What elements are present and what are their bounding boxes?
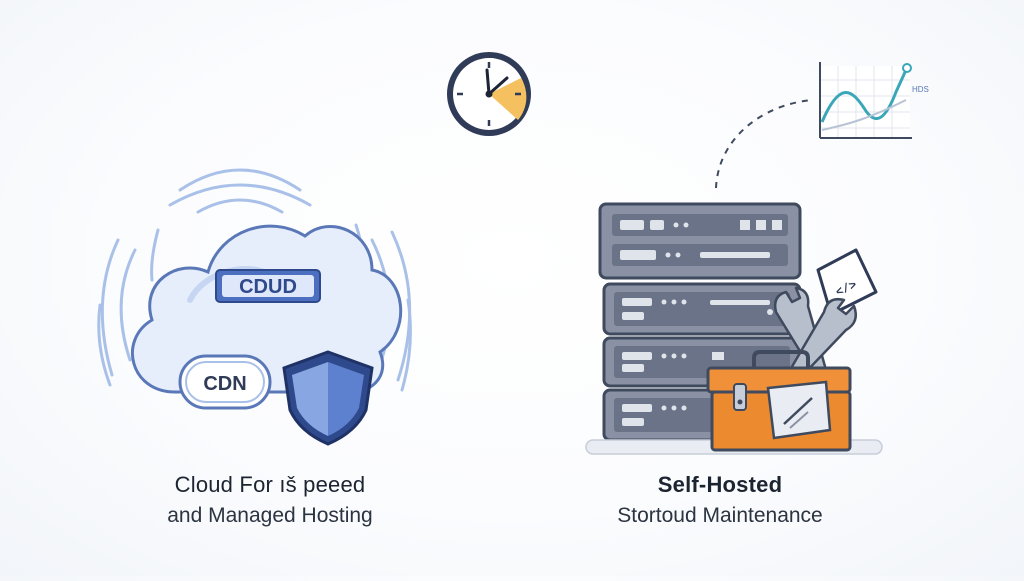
left-caption-title: Cloud For ıš peeed	[174, 472, 366, 497]
right-caption-subtitle: Stortoud Maintenance	[617, 504, 823, 527]
cloud-badge: CDUD	[215, 269, 321, 303]
right-caption-title: Self-Hosted	[657, 472, 783, 497]
right-caption: Self-Hosted Stortoud Maintenance	[555, 472, 885, 528]
cdn-pill: CDN	[178, 354, 272, 410]
cdn-label: CDN	[203, 373, 246, 395]
shield-icon	[282, 350, 374, 446]
cloud-badge-label: CDUD	[239, 276, 297, 298]
chart-tag: HDS	[912, 85, 929, 94]
toolbox-icon	[706, 350, 852, 452]
dashed-connector	[715, 99, 813, 189]
clock-icon	[447, 52, 531, 136]
left-caption: Cloud For ıš peeed and Managed Hosting	[110, 472, 430, 528]
left-caption-subtitle: and Managed Hosting	[167, 504, 373, 527]
line-chart-icon: HDS	[819, 62, 929, 139]
